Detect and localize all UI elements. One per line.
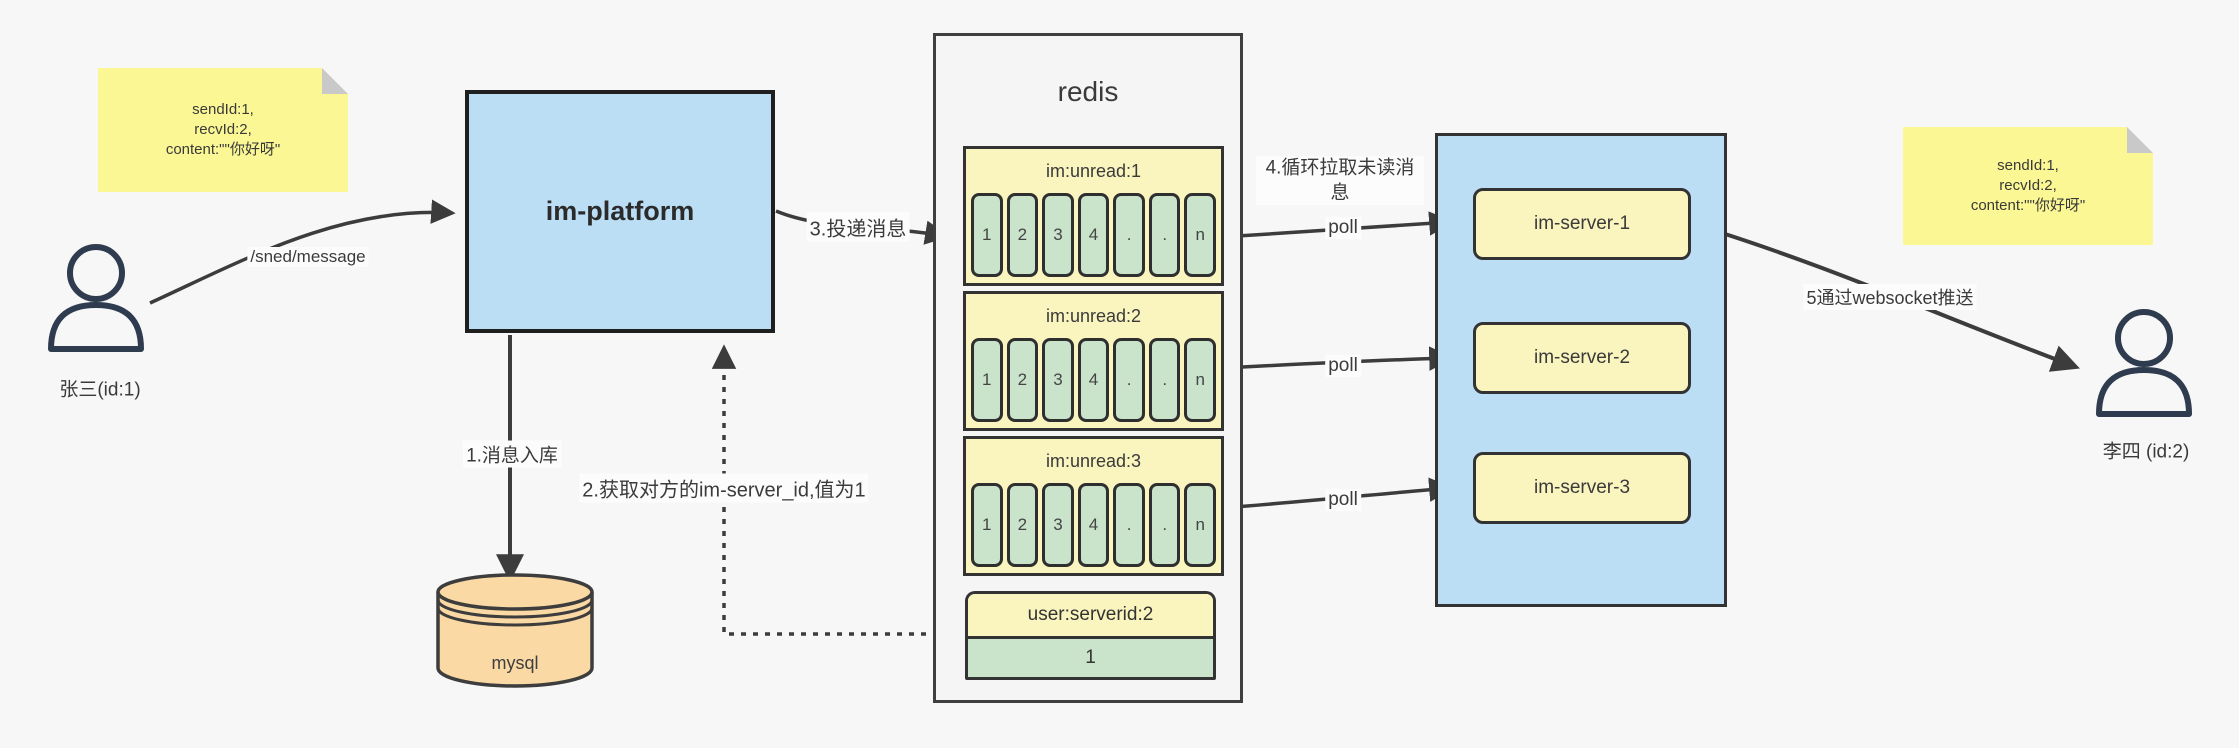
edge-send-message <box>149 199 456 305</box>
queue-cell: . <box>1113 338 1145 422</box>
note-line: recvId:2, <box>1999 176 2057 194</box>
queue-cell: 3 <box>1042 483 1074 567</box>
queue-cell: . <box>1148 338 1181 422</box>
edge-label-poll-2: poll <box>1325 355 1361 377</box>
queue-cell: . <box>1148 193 1181 277</box>
database-cylinder-icon <box>436 573 594 688</box>
edge-label-poll-3: poll <box>1325 489 1361 511</box>
im-server-2-box: im-server-2 <box>1473 322 1691 394</box>
queue-cell: 3 <box>1042 193 1074 277</box>
edge-label-deliver-message: 3.投递消息 <box>806 212 910 242</box>
user-receiver-icon <box>2088 308 2200 422</box>
redis-kv-user-serverid: user:serverid:2 1 <box>965 591 1216 680</box>
edge-label-websocket-push: 5通过websocket推送 <box>1803 284 1977 310</box>
redis-container: redis im:unread:1 1 2 3 4 . . n im:unrea… <box>933 33 1243 703</box>
queue-title: im:unread:1 <box>1045 160 1142 181</box>
queue-cell: 1 <box>971 338 1003 422</box>
queue-cell: . <box>1113 483 1145 567</box>
queue-cells: 1 2 3 4 . . n <box>966 193 1221 277</box>
user-sender-label: 张三(id:1) <box>59 379 141 401</box>
queue-cell: 2 <box>1006 483 1039 567</box>
im-server-2-label: im-server-2 <box>1533 347 1631 368</box>
queue-cell: 1 <box>971 483 1003 567</box>
queue-cell: . <box>1148 483 1181 567</box>
queue-cell: 2 <box>1006 193 1039 277</box>
queue-cell: 4 <box>1077 483 1110 567</box>
im-platform-label: im-platform <box>545 196 695 226</box>
im-server-1-label: im-server-1 <box>1533 213 1631 234</box>
im-server-cluster: im-server-1 im-server-2 im-server-3 <box>1435 133 1727 607</box>
user-receiver-label: 李四 (id:2) <box>2102 441 2190 463</box>
kv-value: 1 <box>968 639 1213 677</box>
im-platform-box: im-platform <box>465 90 775 333</box>
edge-label-poll-loop: 4.循环拉取未读消息 <box>1256 156 1424 206</box>
im-server-3-box: im-server-3 <box>1473 452 1691 524</box>
redis-queue-unread-3: im:unread:3 1 2 3 4 . . n <box>963 436 1224 576</box>
note-line: recvId:2, <box>194 120 252 138</box>
queue-cell: 4 <box>1077 338 1110 422</box>
queue-cell: 4 <box>1077 193 1110 277</box>
note-line: content:""你好呀" <box>1970 197 2086 215</box>
redis-queue-unread-1: im:unread:1 1 2 3 4 . . n <box>963 146 1224 286</box>
sticky-note-left: sendId:1, recvId:2, content:""你好呀" <box>98 68 348 192</box>
queue-cell: 3 <box>1042 338 1074 422</box>
note-line: sendId:1, <box>1997 156 2059 174</box>
edge-label-fetch-serverid: 2.获取对方的im-server_id,值为1 <box>579 473 869 503</box>
im-server-1-box: im-server-1 <box>1473 188 1691 260</box>
queue-cell: 1 <box>971 193 1003 277</box>
redis-title: redis <box>1057 76 1119 107</box>
queue-cells: 1 2 3 4 . . n <box>966 483 1221 567</box>
queue-title: im:unread:2 <box>1045 305 1142 326</box>
queue-cells: 1 2 3 4 . . n <box>966 338 1221 422</box>
queue-title: im:unread:3 <box>1045 450 1142 471</box>
queue-cell: n <box>1184 193 1217 277</box>
kv-title: user:serverid:2 <box>968 594 1213 639</box>
im-server-3-label: im-server-3 <box>1533 477 1631 498</box>
queue-cell: n <box>1184 338 1217 422</box>
edge-label-send-message: /sned/message <box>247 247 369 267</box>
edge-label-store-db: 1.消息入库 <box>463 440 561 468</box>
mysql-database: mysql <box>435 570 595 692</box>
note-line: sendId:1, <box>192 100 254 118</box>
redis-queue-unread-2: im:unread:2 1 2 3 4 . . n <box>963 291 1224 431</box>
note-line: content:""你好呀" <box>165 141 281 159</box>
sticky-note-right: sendId:1, recvId:2, content:""你好呀" <box>1903 127 2153 245</box>
mysql-label: mysql <box>491 653 539 673</box>
user-sender-icon <box>40 243 152 357</box>
edge-label-poll-1: poll <box>1325 217 1361 239</box>
queue-cell: n <box>1184 483 1217 567</box>
queue-cell: 2 <box>1006 338 1039 422</box>
queue-cell: . <box>1113 193 1145 277</box>
